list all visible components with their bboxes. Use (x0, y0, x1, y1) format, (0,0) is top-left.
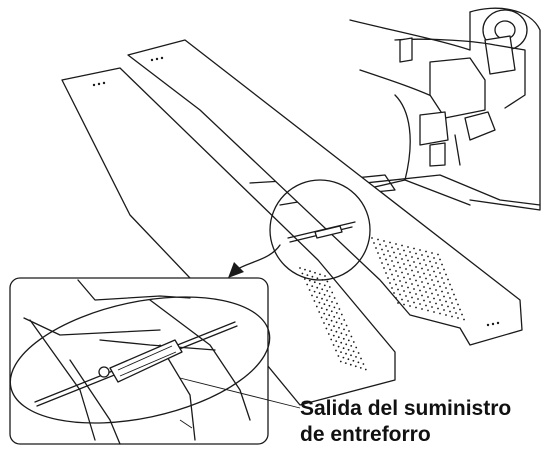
callout-label: Salida del suministro de entreforro (300, 396, 546, 448)
curved-arrow-icon (228, 244, 281, 278)
callout-line-1: Salida del suministro (300, 397, 512, 420)
sewing-machine-head (249, 7, 541, 211)
inset-detail-box (9, 277, 301, 445)
magnifier-circle (269, 179, 371, 281)
callout-line-2: de entreforro (300, 423, 431, 446)
left-long-plate (61, 67, 396, 406)
right-long-plate (127, 39, 523, 346)
perforation-pattern (299, 237, 465, 371)
